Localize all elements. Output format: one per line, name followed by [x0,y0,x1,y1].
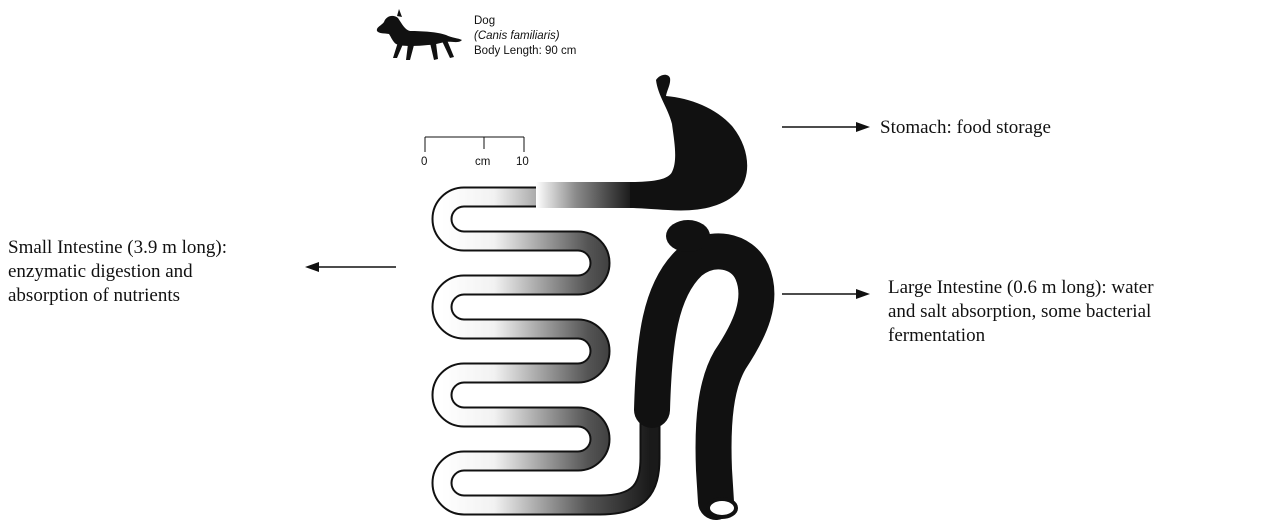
annotation-large-intestine: Large Intestine (0.6 m long): water and … [888,276,1154,348]
scale-bar [425,137,524,152]
cecum [666,220,710,252]
stomach [630,75,747,211]
annotation-small-intestine-line: Small Intestine (3.9 m long): [8,236,227,260]
species-latin-name: (Canis familiaris) [474,29,576,44]
scale-label-start: 0 [421,156,427,168]
annotation-small-intestine-line: enzymatic digestion and [8,260,227,284]
annotation-large-intestine-line: and salt absorption, some bacterial [888,300,1154,324]
scale-label-unit: cm [475,156,490,168]
species-body-length: Body Length: 90 cm [474,44,576,59]
annotation-large-intestine-line: fermentation [888,324,1154,348]
annotation-large-intestine-line: Large Intestine (0.6 m long): water [888,276,1154,300]
pyloric-duct [536,182,636,208]
annotation-stomach: Stomach: food storage [880,116,1051,140]
arrow-large-intestine [782,289,870,299]
scale-label-end: 10 [516,156,529,168]
dog-silhouette-icon [377,9,462,60]
large-intestine-end [708,499,736,517]
annotation-small-intestine: Small Intestine (3.9 m long): enzymatic … [8,236,227,308]
species-label: Dog (Canis familiaris) Body Length: 90 c… [474,14,576,59]
small-intestine-lumen [442,197,650,505]
arrow-stomach [782,122,870,132]
annotation-small-intestine-line: absorption of nutrients [8,284,227,308]
species-common-name: Dog [474,14,576,29]
arrow-small-intestine [305,262,396,272]
large-intestine [652,251,756,502]
annotation-stomach-line: Stomach: food storage [880,116,1051,140]
